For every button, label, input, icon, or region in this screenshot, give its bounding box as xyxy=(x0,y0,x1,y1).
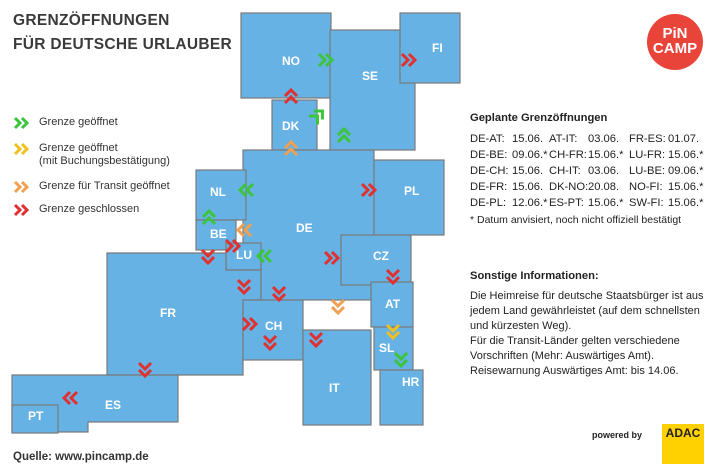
country-NO xyxy=(240,12,332,99)
other-info-line: Reisewarnung Auswärtiges Amt: bis 14.06. xyxy=(470,365,679,377)
planned-date: 15.06.* xyxy=(668,181,704,193)
planned-code: DE-BE: xyxy=(470,149,508,161)
other-info-line: Für die Transit-Länder gelten verschiede… xyxy=(470,335,680,347)
pincamp-logo: PiN CAMP xyxy=(647,14,703,70)
planned-code: DE-CH: xyxy=(470,165,509,177)
planned-code: FR-ES: xyxy=(629,133,666,145)
planned-code: NO-FI: xyxy=(629,181,663,193)
title-line-1: GRENZÖFFNUNGEN xyxy=(13,12,170,29)
other-info-line: Die Heimreise für deutsche Staatsbürger … xyxy=(470,290,704,302)
label-BE: BE xyxy=(210,227,227,241)
planned-code: AT-IT: xyxy=(549,133,578,145)
country-FI xyxy=(399,12,461,84)
powered-by-label: powered by xyxy=(592,430,643,440)
green-chevrons-icon xyxy=(13,116,30,130)
planned-footnote: * Datum anvisiert, noch nicht offiziell … xyxy=(470,214,682,226)
adac-text: ADAC xyxy=(665,426,701,440)
label-SE: SE xyxy=(362,69,378,83)
label-AT: AT xyxy=(385,297,401,311)
logo-line-2: CAMP xyxy=(652,40,698,57)
other-info-line: jedem Land gewährleistet (auf dem schnel… xyxy=(470,305,700,317)
planned-code: LU-BE: xyxy=(629,165,666,177)
planned-code: LU-FR: xyxy=(629,149,666,161)
label-DK: DK xyxy=(282,119,300,133)
country-NL xyxy=(195,169,247,221)
planned-code: SW-FI: xyxy=(629,197,664,209)
country-FR xyxy=(106,252,262,376)
planned-date: 15.06.* xyxy=(668,149,704,161)
label-ES: ES xyxy=(105,398,121,412)
country-AT xyxy=(370,281,414,328)
planned-code: ES-PT: xyxy=(549,197,584,209)
other-info-line: und kürzesten Weg). xyxy=(470,320,572,332)
planned-date: 15.06. xyxy=(512,133,544,145)
legend-closed-label: Grenze geschlossen xyxy=(39,203,140,215)
label-IT: IT xyxy=(329,381,340,395)
planned-date: 09.06.* xyxy=(668,165,704,177)
label-PL: PL xyxy=(404,184,419,198)
country-SL xyxy=(373,326,414,371)
label-CH: CH xyxy=(265,319,282,333)
planned-date: 15.06.* xyxy=(588,149,624,161)
label-HR: HR xyxy=(402,375,420,389)
logo-line-1: PiN xyxy=(662,25,688,42)
legend-booking: Grenze geöffnet(mit Buchungsbestätigung) xyxy=(13,142,170,168)
legend-open-label: Grenze geöffnet xyxy=(39,116,118,128)
country-PL xyxy=(373,159,445,236)
label-NO: NO xyxy=(282,54,300,68)
legend-booking-line-1: Grenze geöffnet xyxy=(39,142,118,154)
planned-code: DK-NO: xyxy=(549,181,589,193)
planned-date: 15.06. xyxy=(512,165,544,177)
planned-date: 03.06. xyxy=(588,165,620,177)
label-DE: DE xyxy=(296,221,313,235)
legend-transit-label: Grenze für Transit geöffnet xyxy=(39,180,170,192)
country-HR xyxy=(379,369,424,426)
label-SL: SL xyxy=(379,341,394,355)
label-CZ: CZ xyxy=(373,249,389,263)
label-LU: LU xyxy=(236,248,252,262)
adac-logo: ADAC xyxy=(662,424,704,464)
planned-date: 15.06.* xyxy=(588,197,624,209)
country-PT xyxy=(11,404,59,434)
legend-open: Grenze geöffnet xyxy=(13,116,118,130)
label-PT: PT xyxy=(28,409,44,423)
legend-transit: Grenze für Transit geöffnet xyxy=(13,180,170,194)
legend-booking-label: Grenze geöffnet(mit Buchungsbestätigung) xyxy=(39,142,170,168)
planned-date: 15.06. xyxy=(512,181,544,193)
planned-date: 03.06. xyxy=(588,133,620,145)
legend-booking-line-2: (mit Buchungsbestätigung) xyxy=(39,155,170,167)
planned-code: DE-PL: xyxy=(470,197,507,209)
label-NL: NL xyxy=(210,185,226,199)
planned-date: 20.08. xyxy=(588,181,620,193)
other-info-title: Sonstige Informationen: xyxy=(470,270,599,282)
planned-code: CH-IT: xyxy=(549,165,581,177)
label-FR: FR xyxy=(160,306,176,320)
planned-date: 12.06.* xyxy=(512,197,548,209)
orange-chevrons-icon xyxy=(13,180,30,194)
label-FI: FI xyxy=(432,41,443,55)
source-credit: Quelle: www.pincamp.de xyxy=(13,451,149,463)
marker-DE-AT xyxy=(330,298,346,315)
planned-date: 01.07. xyxy=(668,133,700,145)
planned-code: DE-AT: xyxy=(470,133,505,145)
planned-code: CH-FR: xyxy=(549,149,587,161)
planned-date: 15.06.* xyxy=(668,197,704,209)
title-line-2: FÜR DEUTSCHE URLAUBER xyxy=(13,36,232,53)
legend-closed: Grenze geschlossen xyxy=(13,203,139,217)
yellow-chevrons-icon xyxy=(13,142,30,156)
planned-code: DE-FR: xyxy=(470,181,508,193)
red-chevrons-icon xyxy=(13,203,30,217)
other-info-line: Vorschriften (Mehr: Auswärtiges Amt). xyxy=(470,350,655,362)
planned-date: 09.06.* xyxy=(512,149,548,161)
planned-title: Geplante Grenzöffnungen xyxy=(470,112,608,124)
